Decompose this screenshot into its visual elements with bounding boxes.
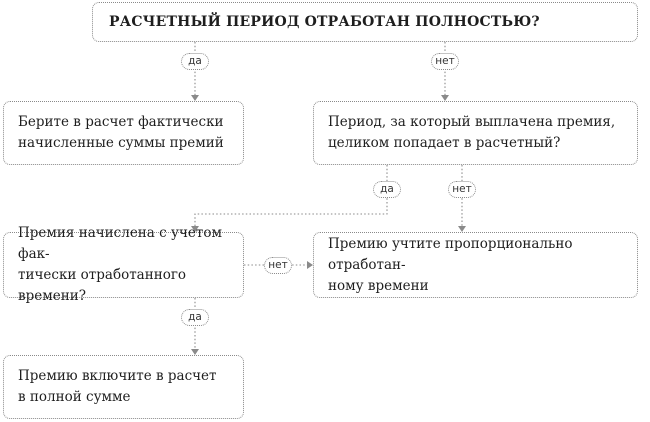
question-main-text: РАСЧЕТНЫЙ ПЕРИОД ОТРАБОТАН ПОЛНОСТЬЮ? [109,13,540,30]
yes-label: да [181,309,209,326]
question-period-line-2: целиком попадает в расчетный? [328,135,561,151]
connector-period-yes [194,165,388,227]
no-label: нет [448,181,476,198]
arrowhead [191,226,199,232]
result-proportional-box: Премию учтите пропорционально отработан-… [313,232,638,298]
arrowhead [307,261,313,269]
no-label: нет [431,53,459,70]
result-full-line-2: в полной сумме [18,389,131,405]
result-full-box: Премию включите в расчет в полной сумме [3,355,244,419]
question-period-box: Период, за который выплачена премия, цел… [313,101,638,165]
question-period-line-1: Период, за который выплачена премия, [328,114,616,130]
yes-label: да [373,181,401,198]
result-full-line-1: Премию включите в расчет [18,368,217,384]
result-proportional-line-1: Премию учтите пропорционально отработан- [328,235,573,273]
result-actual-line-1: Берите в расчет фактически [18,114,224,130]
arrowhead [458,226,466,232]
yes-label: да [181,53,209,70]
question-accrued-line-2: тически отработанного времени? [18,267,187,304]
question-accrued-line-1: Премия начислена с учетом фак- [18,225,222,262]
arrowhead [191,95,199,101]
result-actual-line-2: начисленные суммы премий [18,135,224,151]
result-proportional-line-2: ному времени [328,277,429,294]
question-main-box: РАСЧЕТНЫЙ ПЕРИОД ОТРАБОТАН ПОЛНОСТЬЮ? [92,2,638,42]
result-actual-box: Берите в расчет фактически начисленные с… [3,101,244,165]
arrowhead [191,349,199,355]
no-label: нет [264,257,292,274]
question-accrued-box: Премия начислена с учетом фак- тически о… [3,225,244,304]
arrowhead [441,95,449,101]
